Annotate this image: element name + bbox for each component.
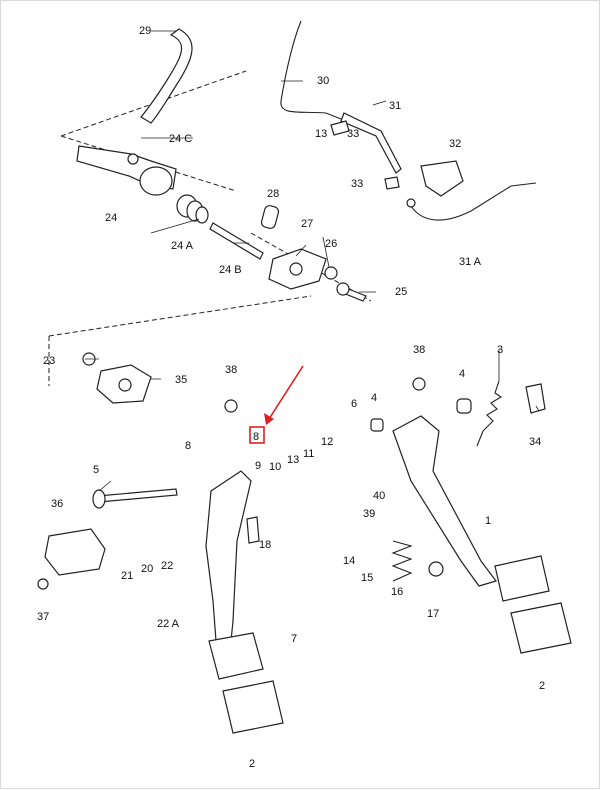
callout-40: 40 bbox=[373, 490, 385, 502]
callout-24a: 24 A bbox=[171, 240, 194, 252]
callout-4a: 4 bbox=[459, 368, 465, 380]
callout-38b: 38 bbox=[413, 344, 425, 356]
callout-24: 24 bbox=[105, 212, 117, 224]
hose-31 bbox=[340, 112, 402, 174]
callout-6: 6 bbox=[351, 398, 357, 410]
callout-labels: 29 30 24 C 31 13 32 33 33 24 28 27 24 A … bbox=[37, 25, 545, 770]
callout-12: 12 bbox=[321, 436, 333, 448]
hose-part bbox=[140, 28, 193, 124]
callout-3: 3 bbox=[497, 344, 503, 356]
cylinder-flange bbox=[139, 166, 173, 196]
callout-38a: 38 bbox=[225, 364, 237, 376]
highlight-box bbox=[249, 426, 265, 444]
callout-31: 31 bbox=[389, 100, 401, 112]
callout-8: 8 bbox=[253, 431, 259, 443]
callout-34: 34 bbox=[529, 436, 541, 448]
clutch-pedal-pad bbox=[208, 632, 264, 680]
highlight-arrow bbox=[264, 365, 304, 425]
callout-2a: 2 bbox=[539, 680, 545, 692]
boot-part bbox=[176, 194, 209, 224]
bushing-4b bbox=[370, 418, 384, 432]
callout-13: 13 bbox=[315, 128, 327, 140]
pedal-axle bbox=[97, 488, 178, 503]
callout-25: 25 bbox=[395, 286, 407, 298]
callout-17: 17 bbox=[427, 608, 439, 620]
callout-4b: 4 bbox=[371, 392, 377, 404]
bracket-part bbox=[420, 160, 464, 197]
clutch-pedal-arm bbox=[205, 470, 252, 642]
callout-20: 20 bbox=[141, 563, 153, 575]
callout-26: 26 bbox=[325, 238, 337, 250]
cap-17 bbox=[428, 561, 444, 577]
callout-7: 7 bbox=[291, 633, 297, 645]
callout-11: 11 bbox=[303, 448, 314, 460]
callout-32: 32 bbox=[449, 138, 461, 150]
line-31a bbox=[410, 182, 537, 221]
callout-8b: 8 bbox=[185, 440, 191, 452]
bushing-4 bbox=[456, 398, 472, 414]
callout-29: 29 bbox=[139, 25, 151, 37]
callout-33b: 33 bbox=[351, 178, 363, 190]
callout-27: 27 bbox=[301, 218, 313, 230]
callout-39: 39 bbox=[363, 508, 375, 520]
callout-30: 30 bbox=[317, 75, 329, 87]
pedal-pad-right bbox=[510, 602, 572, 654]
clip-part bbox=[384, 176, 400, 190]
brake-pedal-arm bbox=[392, 415, 497, 587]
bushing-part bbox=[260, 205, 280, 229]
callout-1: 1 bbox=[485, 515, 491, 527]
callout-13b: 13 bbox=[287, 454, 299, 466]
clip-part bbox=[330, 120, 350, 136]
callout-33: 33 bbox=[347, 128, 359, 140]
callout-16: 16 bbox=[391, 586, 403, 598]
callout-28: 28 bbox=[267, 188, 279, 200]
switch-bracket bbox=[44, 528, 106, 576]
callout-9: 9 bbox=[255, 460, 261, 472]
callout-35: 35 bbox=[175, 374, 187, 386]
bolt-18 bbox=[246, 516, 260, 544]
callout-37: 37 bbox=[37, 611, 49, 623]
top-assembly bbox=[60, 20, 537, 302]
callout-36: 36 bbox=[51, 498, 63, 510]
pushrod bbox=[209, 222, 264, 260]
callout-15: 15 bbox=[361, 572, 373, 584]
nut-part bbox=[324, 266, 338, 280]
nut-38b bbox=[412, 377, 426, 391]
callout-18: 18 bbox=[259, 539, 271, 551]
clip-34 bbox=[525, 383, 546, 414]
callout-22: 22 bbox=[161, 560, 173, 572]
brake-pedal-pad bbox=[494, 555, 550, 602]
callout-10: 10 bbox=[269, 461, 281, 473]
brake-line bbox=[280, 20, 342, 120]
callout-23: 23 bbox=[43, 355, 55, 367]
callout-24c: 24 C bbox=[169, 133, 192, 145]
callout-2b: 2 bbox=[249, 758, 255, 770]
pedal-pad-left bbox=[222, 680, 284, 734]
nut-38 bbox=[224, 399, 238, 413]
callout-31a: 31 A bbox=[459, 256, 482, 268]
return-spring bbox=[476, 380, 503, 447]
bottom-assembly bbox=[37, 30, 572, 734]
screw-37 bbox=[37, 578, 49, 590]
callout-5: 5 bbox=[93, 464, 99, 476]
spring-16 bbox=[391, 540, 413, 582]
callout-24b: 24 B bbox=[219, 264, 242, 276]
callout-21: 21 bbox=[121, 570, 133, 582]
callout-14: 14 bbox=[343, 555, 355, 567]
callout-22a: 22 A bbox=[157, 618, 180, 630]
